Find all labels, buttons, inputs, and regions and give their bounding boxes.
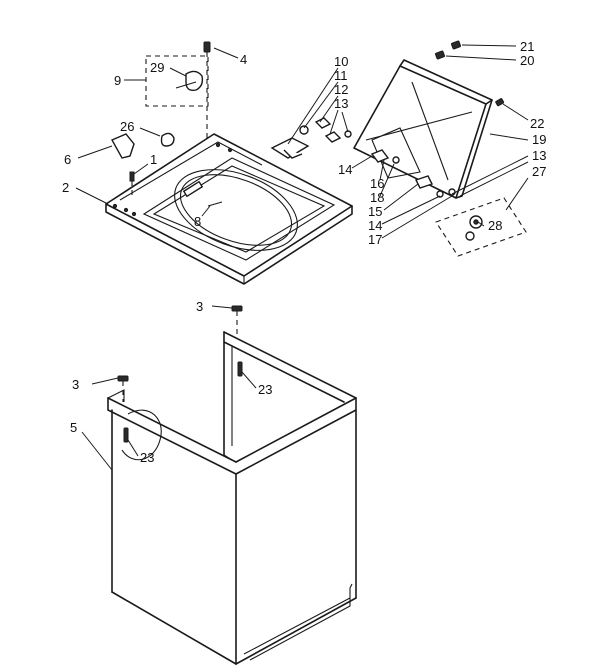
callout-3-upper: 3 (196, 299, 203, 314)
top-panel (105, 133, 353, 285)
callout-16: 16 (370, 176, 384, 191)
screw-3-lower (117, 375, 129, 382)
callout-27: 27 (532, 164, 546, 179)
callout-26: 26 (120, 119, 134, 134)
lid-switch-29 (185, 70, 204, 92)
screw-20 (434, 50, 446, 60)
hinge-10 (270, 137, 310, 159)
bracket-6 (111, 133, 135, 159)
callout-3-lower: 3 (72, 377, 79, 392)
cabinet (107, 331, 357, 665)
callout-1: 1 (150, 152, 157, 167)
callout-28: 28 (488, 218, 502, 233)
callout-18: 18 (370, 190, 384, 205)
callout-20: 20 (520, 53, 534, 68)
callout-19: 19 (532, 132, 546, 147)
part-15 (415, 175, 433, 189)
callout-10: 10 (334, 54, 348, 69)
callout-22: 22 (530, 116, 544, 131)
callout-labels: 1 2 3 3 4 5 6 8 9 10 11 12 13 13 14 14 1… (62, 39, 546, 465)
spring-13 (324, 131, 342, 143)
callout-5: 5 (70, 420, 77, 435)
callout-9: 9 (114, 73, 121, 88)
callout-14-lower: 14 (368, 218, 382, 233)
screw-23-upper (237, 361, 243, 377)
screw-23-lower (123, 427, 129, 443)
callout-17: 17 (368, 232, 382, 247)
switch-box-9 (145, 55, 209, 107)
hardware-parts (111, 40, 505, 443)
callout-4: 4 (240, 52, 247, 67)
screw-4 (203, 41, 211, 53)
screw-1 (129, 171, 135, 182)
hinge-11 (299, 125, 309, 135)
callout-6: 6 (64, 152, 71, 167)
console-backsplash (353, 59, 493, 199)
callout-13-right: 13 (532, 148, 546, 163)
callout-2: 2 (62, 180, 69, 195)
callout-21: 21 (520, 39, 534, 54)
callout-12: 12 (334, 82, 348, 97)
timer-mounting-panel (435, 197, 527, 257)
callout-11: 11 (334, 68, 348, 83)
callout-15: 15 (368, 204, 382, 219)
screw-22 (495, 98, 505, 107)
callout-8: 8 (194, 214, 201, 229)
pin-12 (314, 117, 332, 129)
screw-3-upper (231, 305, 243, 312)
bracket-16 (370, 149, 390, 163)
callout-23-upper: 23 (258, 382, 272, 397)
slot-opening (182, 180, 204, 198)
callout-29: 29 (150, 60, 164, 75)
leader-lines (75, 44, 529, 471)
clip-26 (160, 132, 175, 147)
callout-13-left: 13 (334, 96, 348, 111)
screw-21 (450, 40, 462, 50)
callout-14-upper: 14 (338, 162, 352, 177)
callout-23-lower: 23 (140, 450, 154, 465)
